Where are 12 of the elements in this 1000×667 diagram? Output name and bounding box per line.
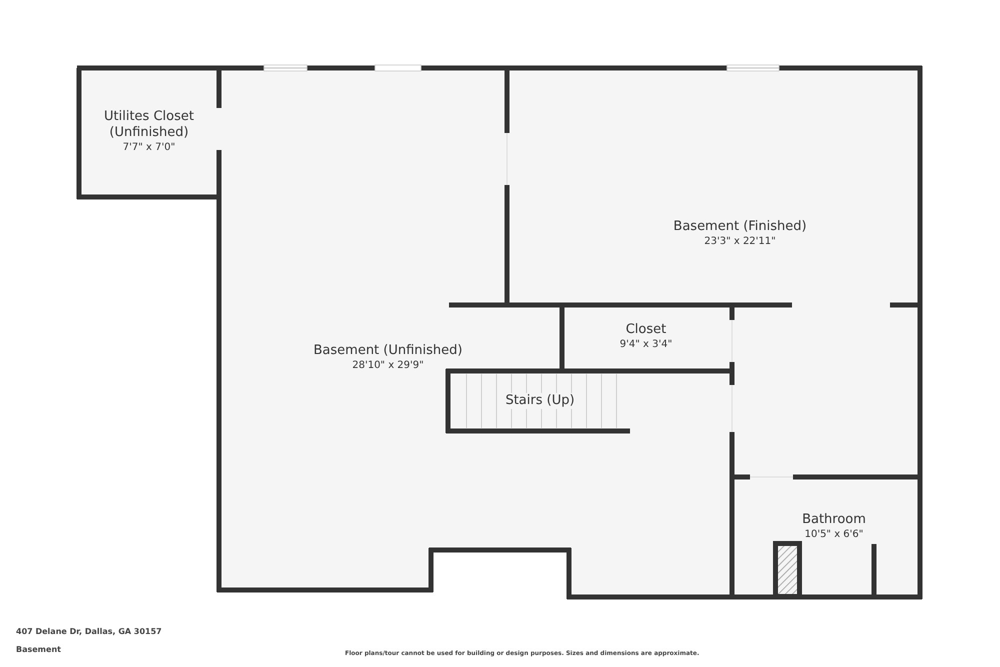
address-label: 407 Delane Dr, Dallas, GA 30157 <box>16 627 162 636</box>
room-name: Closet <box>626 322 666 338</box>
floor-label: Basement <box>16 645 61 654</box>
room-name: Bathroom <box>802 512 866 528</box>
room-dimensions: 23'3" x 22'11" <box>704 235 776 250</box>
room-dimensions: 10'5" x 6'6" <box>804 528 864 542</box>
room-dimensions: 7'7" x 7'0" <box>122 141 176 156</box>
room-dimensions: 28'10" x 29'9" <box>352 359 424 374</box>
room-dimensions: 9'4" x 3'4" <box>620 338 672 352</box>
room-name: Basement (Unfinished) <box>314 342 462 360</box>
room-name: Utilites Closet (Unfinished) <box>103 108 195 142</box>
room-name: Basement (Finished) <box>673 218 807 236</box>
